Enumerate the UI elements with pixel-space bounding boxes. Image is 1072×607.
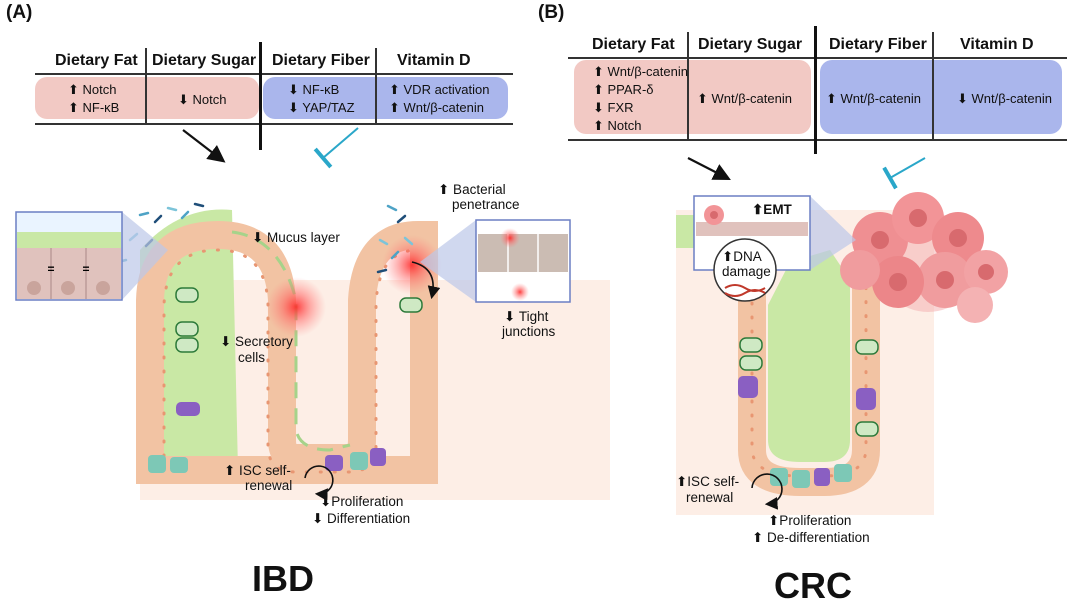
header-dietary-sugar: Dietary Sugar (698, 36, 803, 53)
emt-label: ⬆EMT (752, 202, 792, 217)
vitd-effect: ⬆ Wnt/β-catenin (389, 100, 484, 115)
panel-b-label: (B) (538, 2, 565, 23)
inset-emt (693, 195, 811, 271)
promote-box (35, 77, 259, 119)
vitd-effect: ⬆ VDR activation (389, 82, 490, 97)
group-divider (259, 42, 262, 150)
secretory-cells (739, 337, 879, 437)
fiber-effect: ⬇ YAP/TAZ (288, 100, 355, 115)
isc-label-line1: ⬆ ISC self- (224, 463, 291, 478)
header-dietary-fat: Dietary Fat (592, 36, 675, 53)
dedifferentiation-label: ⬆ De-differentiation (752, 530, 870, 545)
inflammation-glow (382, 235, 442, 295)
promote-box (574, 60, 811, 134)
header-vitamin-d: Vitamin D (960, 36, 1034, 53)
differentiation-label: ⬇ Differentiation (312, 511, 411, 526)
fat-effect: ⬆ Notch (68, 82, 117, 97)
mucus-layer-line (231, 230, 351, 452)
table-rule-bottom (35, 123, 513, 125)
svg-text:=: = (47, 262, 54, 276)
fat-effect: ⬇ FXR (593, 100, 634, 115)
fat-effect: ⬆ NF-κB (68, 100, 120, 115)
dna-damage-label-line1: ⬆DNA (722, 249, 762, 264)
penetration-arrow (411, 261, 441, 300)
panel-a-label: (A) (6, 2, 33, 23)
svg-text:=: = (82, 262, 89, 276)
secretory-cells (175, 287, 423, 416)
cell-nuclei (162, 248, 420, 474)
secretory-label-line2: cells (238, 350, 266, 365)
header-vitamin-d: Vitamin D (397, 52, 471, 69)
proliferation-label: ⬇Proliferation (320, 494, 404, 509)
self-renewal-cycle-arrow (304, 465, 334, 501)
isc-label-line1: ⬆ISC self- (676, 474, 740, 489)
fat-effect: ⬆ PPAR-δ (593, 82, 654, 97)
self-renewal-cycle-arrow (751, 473, 783, 510)
zoom-wedge (122, 212, 168, 300)
header-dietary-sugar: Dietary Sugar (152, 52, 257, 69)
stem-cells (148, 448, 386, 473)
stem-cells (738, 376, 876, 488)
tumor-mass (840, 192, 1008, 323)
tight-junction-label-line1: ⬇ Tight (504, 309, 549, 324)
header-dietary-fiber: Dietary Fiber (829, 36, 927, 53)
inhibit-box (263, 77, 508, 119)
column-divider (145, 48, 147, 123)
zoom-wedge (810, 196, 856, 270)
header-dietary-fiber: Dietary Fiber (272, 52, 370, 69)
sugar-effect: ⬇ Notch (178, 92, 227, 107)
tight-junction-label-line2: junctions (502, 324, 556, 339)
epithelium (136, 220, 438, 484)
vitd-effect: ⬇ Wnt/β-catenin (957, 91, 1052, 106)
promote-arrow (687, 157, 731, 181)
bacterial-label-line1: ⬆ Bacterial (438, 182, 506, 197)
mucus-layer-label: ⬇ Mucus layer (252, 230, 340, 245)
inflammation-glow (266, 277, 326, 337)
inset-tight-junction (475, 219, 571, 303)
inset-mucus-barrier: = = (15, 211, 123, 301)
group-divider (814, 26, 817, 154)
fat-effect: ⬆ Notch (593, 118, 642, 133)
isc-label-line2: renewal (686, 490, 734, 505)
inhibit-box (820, 60, 1062, 134)
panel-b-title: CRC (774, 565, 852, 606)
dna-damage-bubble (713, 238, 777, 302)
column-divider (687, 32, 689, 139)
fiber-effect: ⬇ NF-κB (288, 82, 340, 97)
column-divider (932, 32, 934, 139)
sugar-effect: ⬆ Wnt/β-catenin (697, 91, 792, 106)
header-dietary-fat: Dietary Fat (55, 52, 138, 69)
inhibit-arrow (313, 127, 359, 169)
zoom-wedge (420, 220, 476, 302)
bacterial-label-line2: penetrance (452, 197, 520, 212)
column-divider (375, 48, 377, 123)
proliferation-label: ⬆Proliferation (768, 513, 852, 528)
promote-arrow (182, 129, 226, 163)
table-rule-top (35, 73, 513, 75)
table-rule-top (568, 57, 1067, 59)
inhibit-arrow (882, 157, 926, 190)
cell-nuclei (750, 273, 868, 478)
panel-a-title: IBD (252, 558, 314, 599)
fat-effect: ⬆ Wnt/β-catenin (593, 64, 688, 79)
isc-label-line2: renewal (245, 478, 293, 493)
table-rule-bottom (568, 139, 1067, 141)
epithelium (738, 260, 880, 496)
dna-damage-label-line2: damage (722, 264, 771, 279)
lamina-propria (768, 250, 850, 462)
secretory-label-line1: ⬇ Secretory (220, 334, 293, 349)
fiber-effect: ⬆ Wnt/β-catenin (826, 91, 921, 106)
